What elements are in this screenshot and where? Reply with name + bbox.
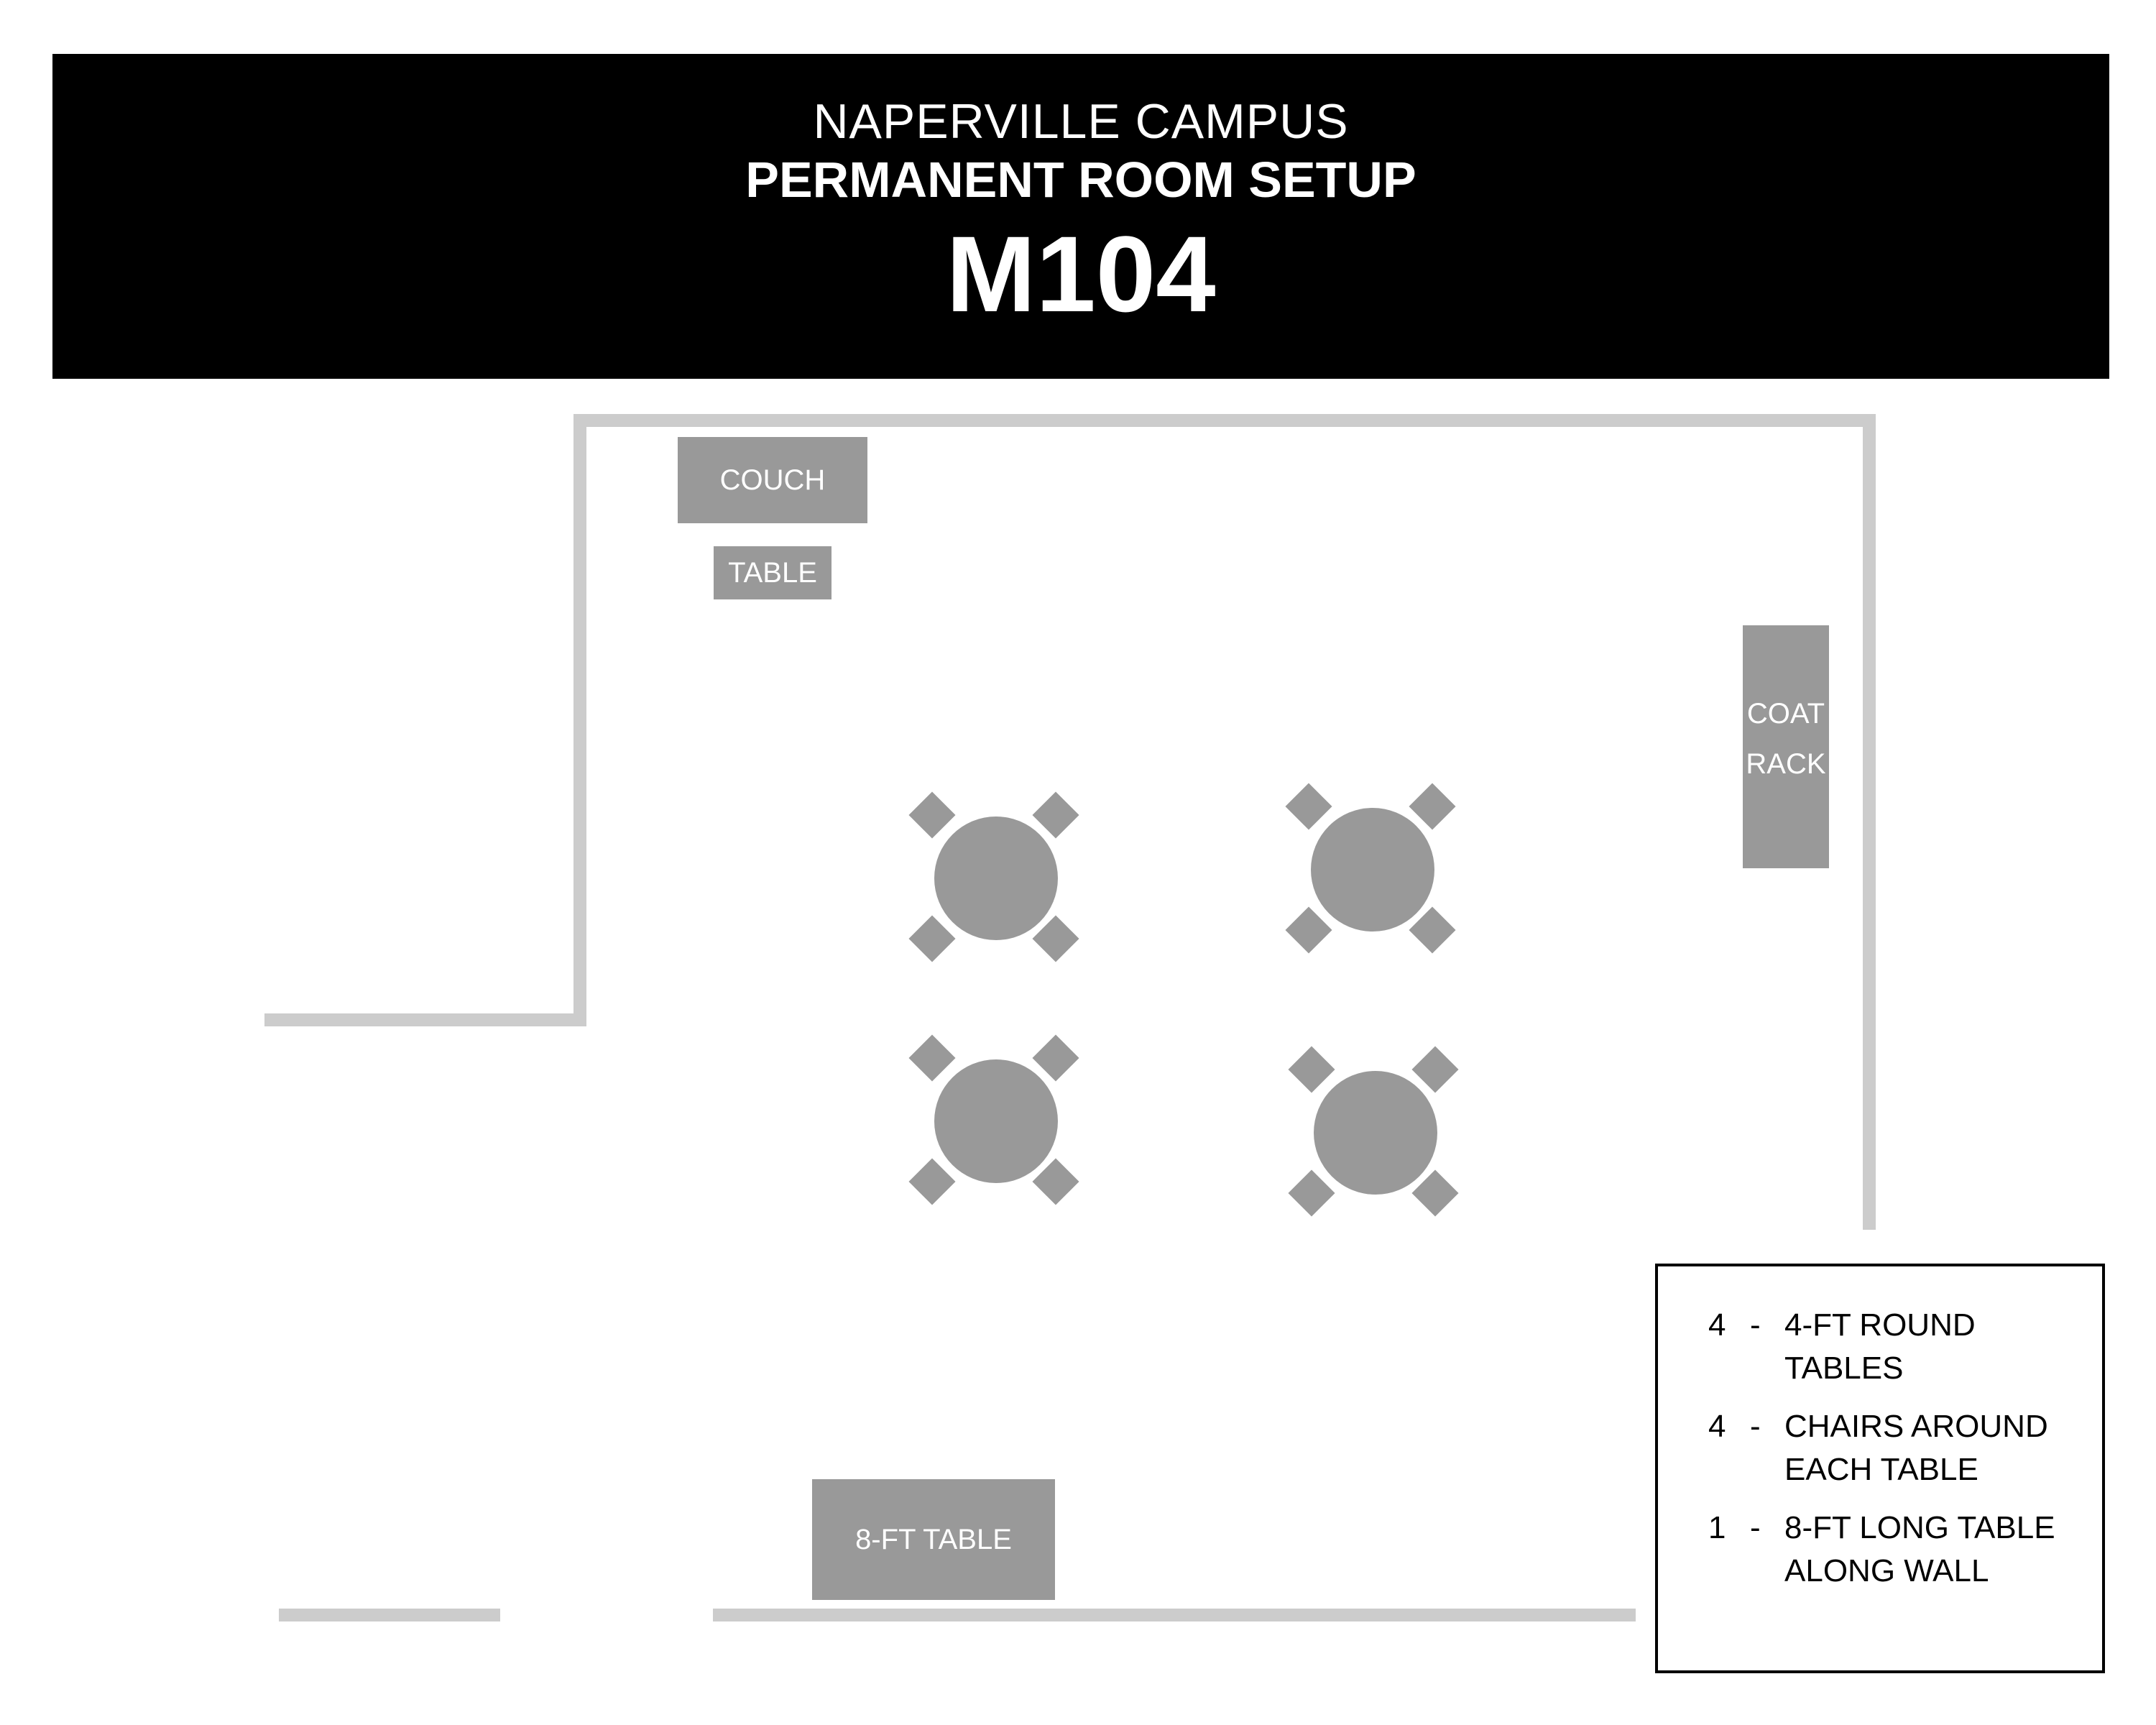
round-table: [1311, 808, 1434, 932]
coat-rack-label-line1: COAT: [1746, 698, 1825, 730]
wall-left-upper: [573, 414, 586, 1026]
couch: COUCH: [678, 437, 867, 523]
coat-rack-label-line2: RACK: [1746, 748, 1826, 780]
round-table: [934, 1059, 1058, 1183]
campus-name: NAPERVILLE CAMPUS: [813, 94, 1349, 149]
legend-desc-line2: EACH TABLE: [1784, 1452, 1978, 1487]
chair: [908, 1158, 956, 1205]
chair: [908, 1034, 956, 1082]
wall-right: [1863, 414, 1876, 1230]
setup-title: PERMANENT ROOM SETUP: [745, 152, 1416, 208]
chair: [1411, 1046, 1459, 1093]
round-table: [1314, 1071, 1437, 1195]
legend-qty: 4: [1708, 1307, 1726, 1343]
wall-top: [573, 414, 1876, 427]
side-table: TABLE: [714, 546, 831, 599]
coat-rack: COAT RACK: [1743, 625, 1829, 868]
chair: [1288, 1046, 1335, 1093]
header-banner: NAPERVILLE CAMPUS PERMANENT ROOM SETUP M…: [52, 54, 2109, 379]
chair: [1288, 1169, 1335, 1217]
legend-desc-line1: 4-FT ROUND: [1784, 1307, 1976, 1343]
legend-dash: -: [1750, 1307, 1761, 1343]
legend-box: 4 - 4-FT ROUND TABLES 4 - CHAIRS AROUND EA…: [1655, 1264, 2105, 1673]
chair: [1285, 783, 1332, 830]
legend-dash: -: [1750, 1409, 1761, 1444]
legend-desc-line1: CHAIRS AROUND: [1784, 1409, 2048, 1444]
couch-label: COUCH: [719, 464, 826, 496]
chair: [908, 791, 956, 839]
wall-bottom-left: [279, 1609, 500, 1622]
long-table: 8-FT TABLE: [812, 1479, 1055, 1600]
side-table-label: TABLE: [728, 557, 817, 589]
legend-desc-line2: TABLES: [1784, 1351, 1904, 1386]
legend-desc-line2: ALONG WALL: [1784, 1553, 1989, 1588]
round-table: [934, 816, 1058, 940]
long-table-label: 8-FT TABLE: [855, 1524, 1012, 1555]
wall-bottom-right: [713, 1609, 1636, 1622]
legend-dash: -: [1750, 1510, 1761, 1545]
legend-desc-line1: 8-FT LONG TABLE: [1784, 1510, 2055, 1545]
legend-qty: 4: [1708, 1409, 1726, 1444]
chair: [1032, 791, 1079, 839]
wall-left-step: [264, 1013, 586, 1026]
chair: [1409, 783, 1456, 830]
room-number: M104: [946, 213, 1216, 334]
chair: [1032, 1034, 1079, 1082]
chair: [1285, 906, 1332, 954]
chair: [908, 915, 956, 962]
legend-qty: 1: [1708, 1510, 1726, 1545]
